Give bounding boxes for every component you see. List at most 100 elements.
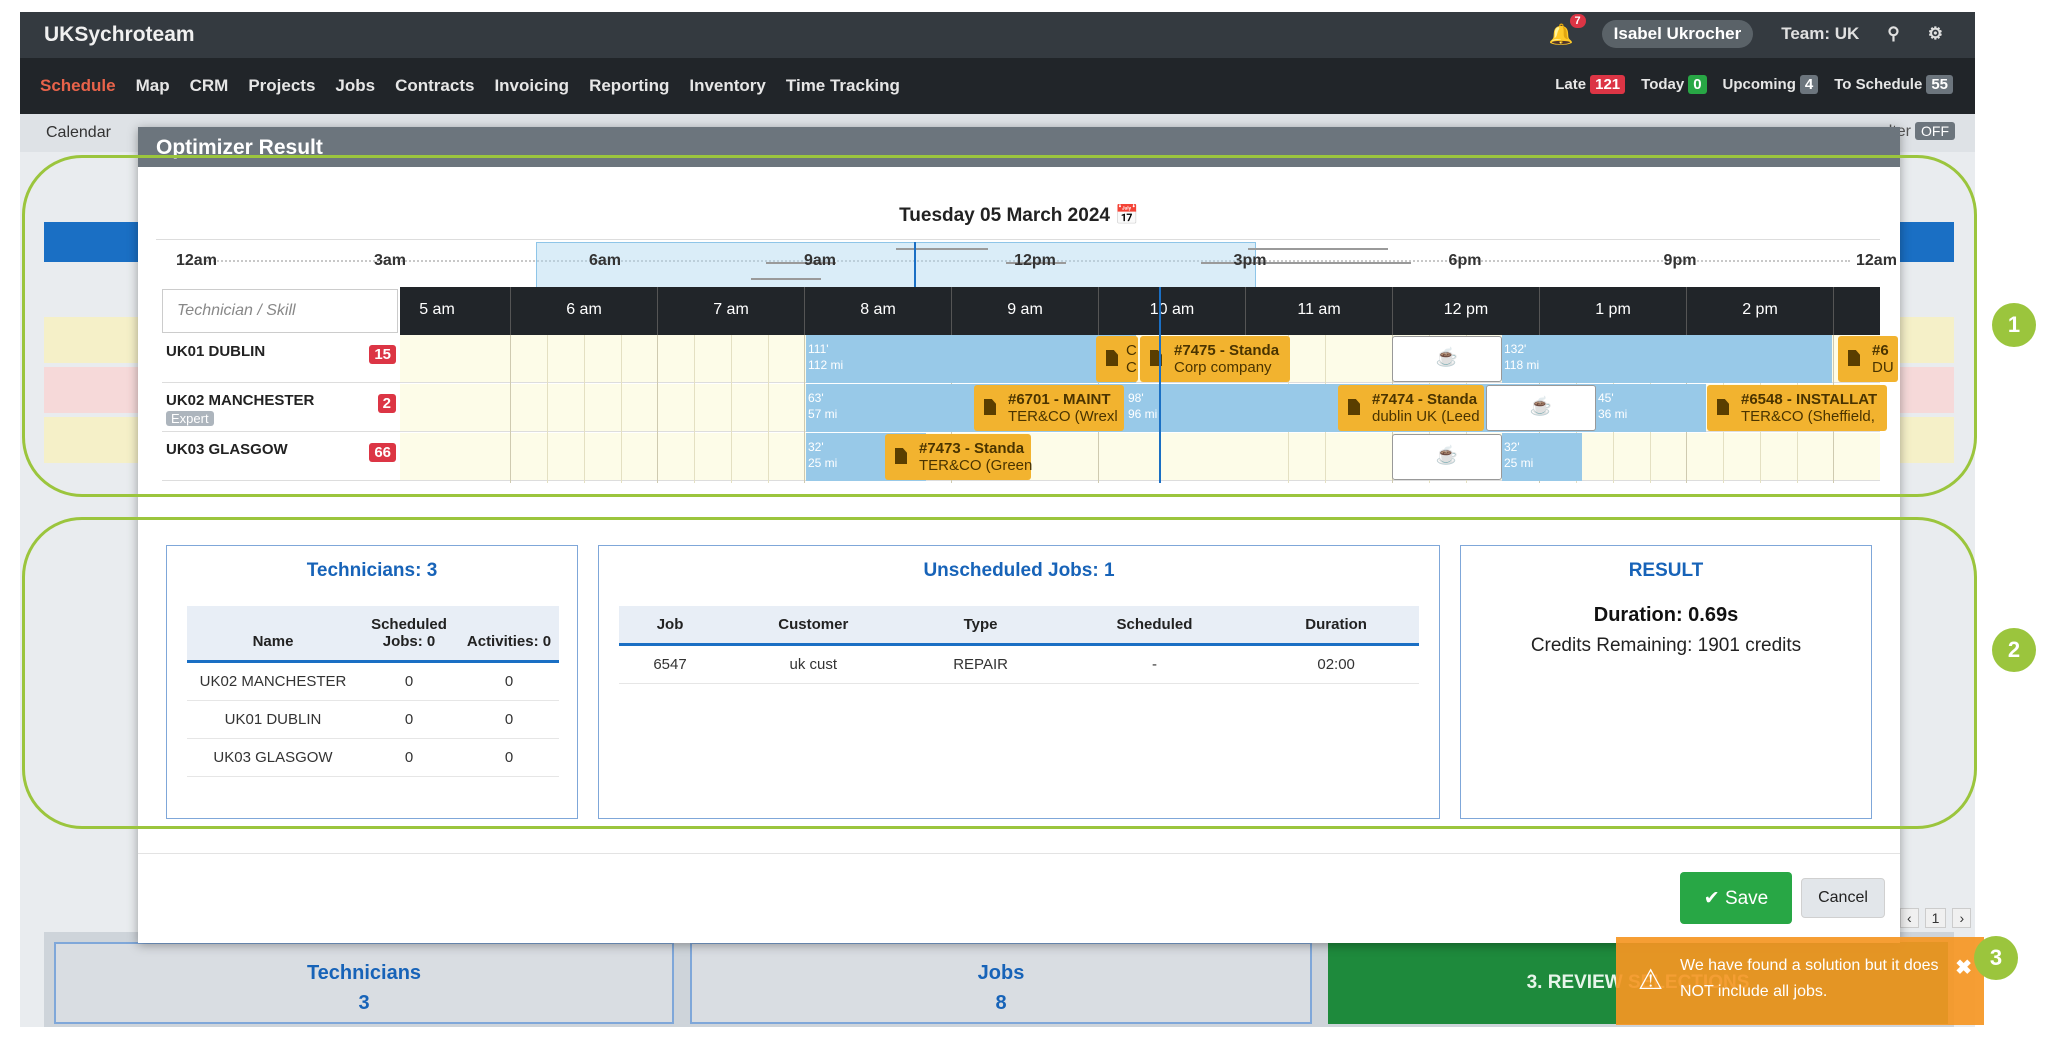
search-icon[interactable]: ⚲ bbox=[1887, 24, 1900, 43]
calendar-tab[interactable]: Calendar bbox=[46, 124, 111, 141]
overview-label: 12am bbox=[176, 252, 217, 269]
travel-time: 98' bbox=[1128, 391, 1144, 405]
stat-today-label: Today bbox=[1641, 76, 1685, 93]
technician-row-manchester[interactable]: UK02 MANCHESTER 2 Expert bbox=[162, 384, 400, 432]
nav-projects[interactable]: Projects bbox=[248, 76, 316, 95]
column-header: Activities: 0 bbox=[459, 606, 559, 663]
hour-label: 6 am bbox=[566, 301, 602, 318]
pager-next-icon[interactable]: › bbox=[1952, 908, 1972, 928]
calendar-icon[interactable]: 📅 bbox=[1115, 205, 1139, 226]
overview-label: 6pm bbox=[1448, 252, 1482, 269]
hour-separator bbox=[1686, 287, 1687, 335]
travel-distance: 112 mi bbox=[808, 358, 844, 372]
document-icon bbox=[1348, 399, 1360, 415]
hour-label: 2 pm bbox=[1742, 301, 1778, 318]
bell-icon[interactable]: 🔔7 bbox=[1549, 13, 1586, 47]
nav-inventory[interactable]: Inventory bbox=[689, 76, 766, 95]
column-header: Type bbox=[905, 606, 1056, 646]
hour-header: 5 am 6 am 7 am 8 am 9 am 10 am 11 am 12 … bbox=[400, 287, 1880, 335]
hour-label: 1 pm bbox=[1595, 301, 1631, 318]
document-icon bbox=[1717, 399, 1729, 415]
hour-separator bbox=[804, 287, 805, 335]
overview-window[interactable] bbox=[536, 242, 1256, 290]
travel-block[interactable]: 32'25 mi bbox=[1502, 433, 1582, 481]
nav-time-tracking[interactable]: Time Tracking bbox=[785, 76, 900, 95]
stat-to-schedule-label: To Schedule bbox=[1834, 76, 1923, 93]
nav-schedule[interactable]: Schedule bbox=[40, 76, 116, 95]
stat-upcoming-label: Upcoming bbox=[1722, 76, 1796, 93]
job-customer: dublin UK (Leed bbox=[1372, 408, 1480, 425]
job-customer: TER&CO (Wrexl bbox=[1008, 408, 1118, 425]
job-customer: C bbox=[1126, 359, 1137, 376]
travel-block[interactable]: 111'112 mi bbox=[806, 335, 1136, 383]
cancel-button[interactable]: Cancel bbox=[1801, 878, 1885, 918]
team-selector[interactable]: Team: UK bbox=[1781, 24, 1860, 43]
grid-line bbox=[547, 335, 548, 483]
nav-invoicing[interactable]: Invoicing bbox=[494, 76, 570, 95]
column-header: Scheduled Jobs: 0 bbox=[359, 606, 459, 663]
filter-state: OFF bbox=[1915, 122, 1955, 140]
day-overview-strip[interactable]: 12am 3am 6am 9am 12pm 3pm 6pm 9pm 12am bbox=[156, 239, 1897, 290]
overview-label: 9pm bbox=[1663, 252, 1697, 269]
table-cell: 0 bbox=[359, 700, 459, 739]
table-row[interactable]: 6547 uk cust REPAIR - 02:00 bbox=[619, 644, 1419, 684]
timeline-lane[interactable] bbox=[400, 433, 1880, 481]
column-header: Name bbox=[187, 606, 359, 663]
save-button[interactable]: ✔ Save bbox=[1680, 872, 1792, 924]
coffee-break-icon[interactable]: ☕ bbox=[1392, 336, 1502, 382]
overview-activity bbox=[1248, 248, 1388, 250]
coffee-break-icon[interactable]: ☕ bbox=[1392, 434, 1502, 480]
technician-count-badge: 15 bbox=[369, 345, 396, 364]
technician-row-glasgow[interactable]: UK03 GLASGOW 66 bbox=[162, 433, 400, 481]
stat-upcoming-count: 4 bbox=[1799, 75, 1819, 94]
travel-distance: 36 mi bbox=[1598, 407, 1628, 421]
grid-line bbox=[584, 335, 585, 483]
technician-row-dublin[interactable]: UK01 DUBLIN 15 bbox=[162, 335, 400, 383]
technician-skill-search[interactable]: Technician / Skill bbox=[162, 289, 398, 333]
callout-outline-1 bbox=[22, 155, 1977, 497]
pager-page[interactable]: 1 bbox=[1924, 908, 1947, 928]
optimizer-result-modal: Optimizer Result Tuesday 05 March 2024 📅… bbox=[138, 127, 1900, 943]
nav-crm[interactable]: CRM bbox=[189, 76, 229, 95]
schedule-date-text: Tuesday 05 March 2024 bbox=[899, 205, 1110, 226]
travel-block[interactable]: 98'96 mi bbox=[1126, 384, 1336, 432]
nav-contracts[interactable]: Contracts bbox=[395, 76, 475, 95]
travel-block[interactable]: 132'118 mi bbox=[1502, 335, 1832, 383]
schedule-gantt: Technician / Skill 5 am 6 am 7 am 8 am 9… bbox=[156, 287, 1898, 483]
document-icon bbox=[1106, 350, 1118, 366]
travel-block[interactable]: 45'36 mi bbox=[1596, 384, 1706, 432]
pager-prev-icon[interactable]: ‹ bbox=[1900, 908, 1919, 928]
notification-badge: 7 bbox=[1569, 13, 1586, 28]
nav-reporting[interactable]: Reporting bbox=[589, 76, 670, 95]
close-icon[interactable]: ✖ bbox=[1955, 957, 1972, 979]
document-icon bbox=[895, 448, 907, 464]
warning-icon: ⚠ bbox=[1638, 964, 1664, 995]
technicians-panel-title: Technicians: 3 bbox=[306, 560, 438, 581]
nav-map[interactable]: Map bbox=[135, 76, 170, 95]
table-row: UK02 MANCHESTER 0 0 bbox=[187, 661, 559, 701]
user-menu[interactable]: Isabel Ukrocher bbox=[1601, 20, 1754, 48]
job-customer: Corp company bbox=[1174, 359, 1272, 376]
travel-distance: 25 mi bbox=[808, 456, 838, 470]
schedule-date[interactable]: Tuesday 05 March 2024 📅 bbox=[138, 203, 1900, 227]
technicians-card[interactable]: Technicians 3 bbox=[54, 942, 674, 1024]
grid-line bbox=[657, 335, 658, 483]
coffee-break-icon[interactable]: ☕ bbox=[1486, 385, 1596, 431]
jobs-card[interactable]: Jobs 8 bbox=[690, 942, 1312, 1024]
table-cell: UK02 MANCHESTER bbox=[187, 661, 359, 701]
nav-jobs[interactable]: Jobs bbox=[335, 76, 376, 95]
travel-time: 63' bbox=[808, 391, 824, 405]
gear-icon[interactable]: ⚙ bbox=[1927, 24, 1943, 43]
top-bar: UKSychroteam 🔔7 Isabel Ukrocher Team: UK… bbox=[20, 12, 1975, 58]
